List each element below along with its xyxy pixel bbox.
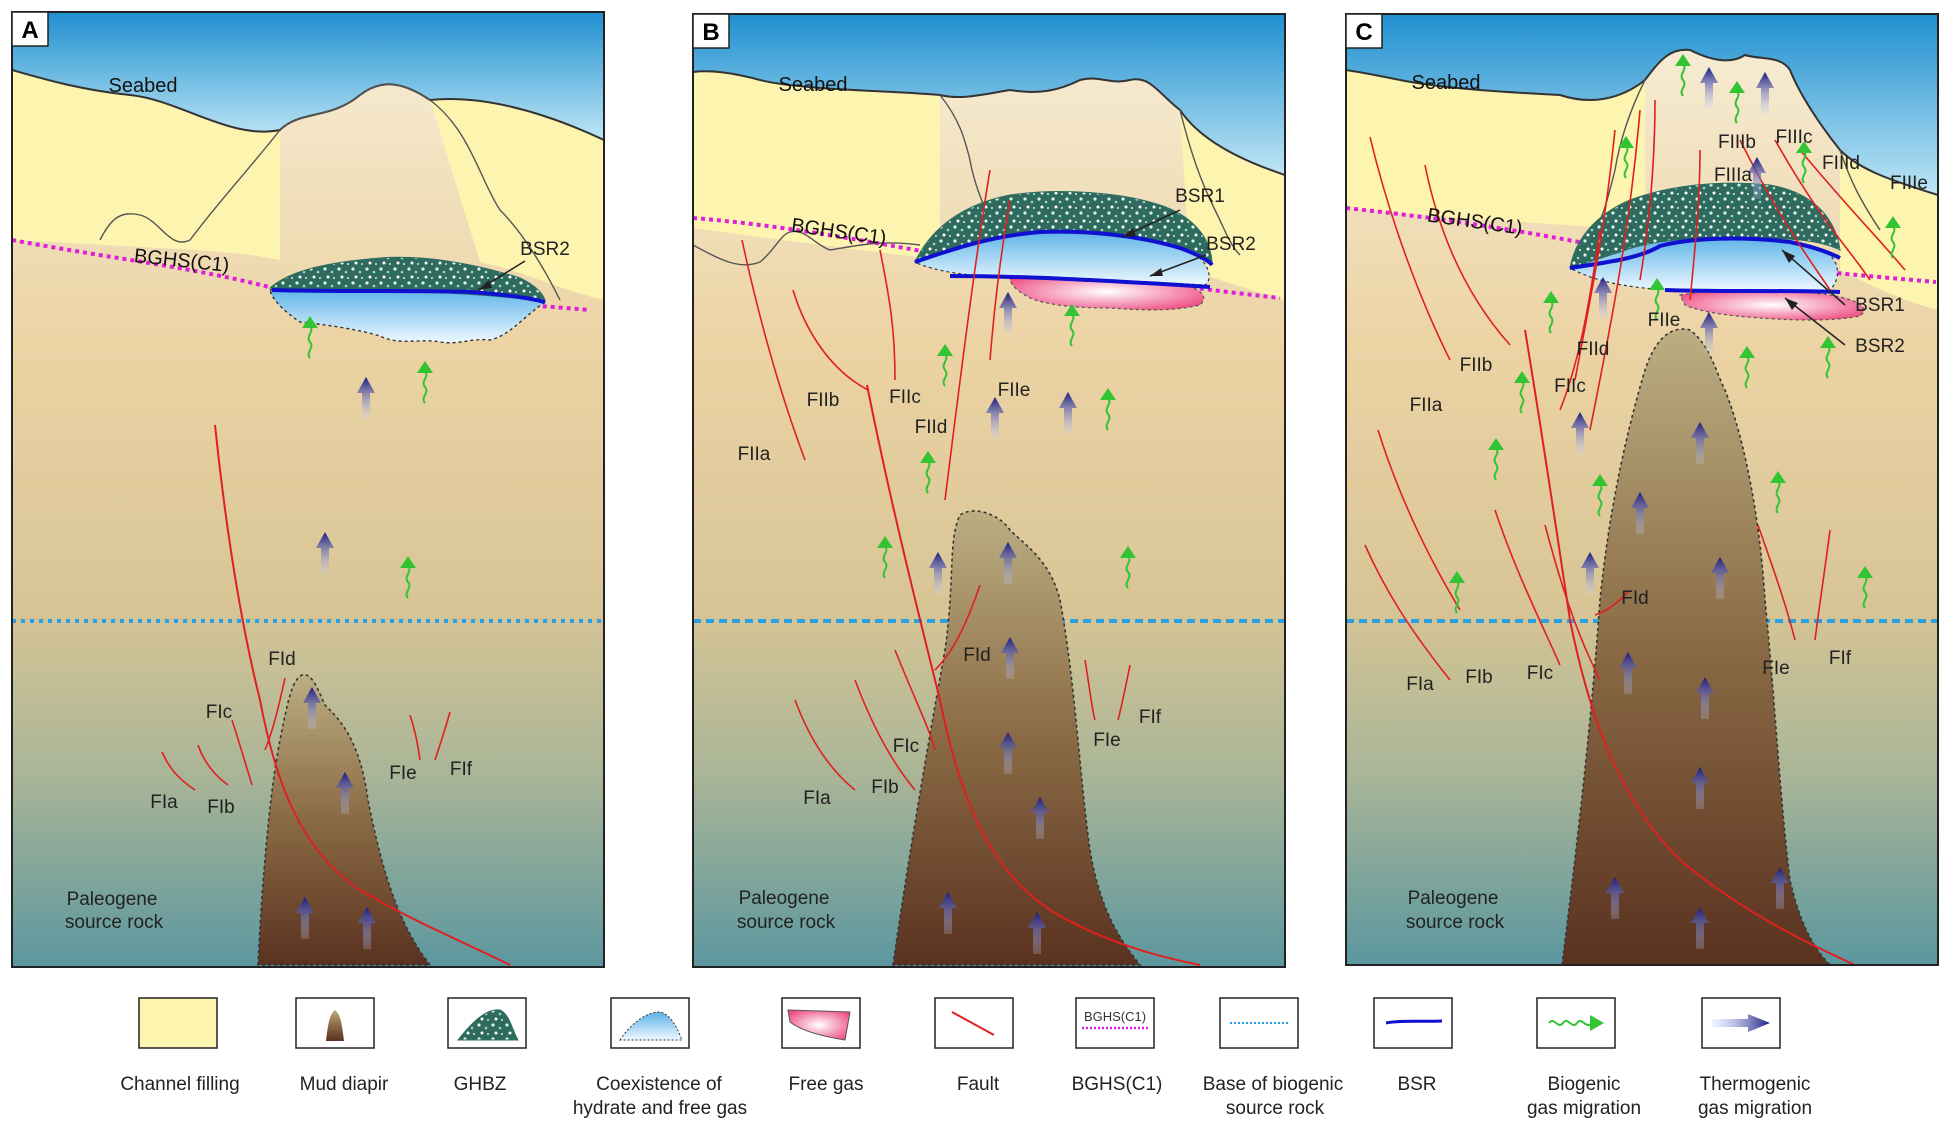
panel-b-letter: B	[702, 19, 719, 46]
legend-biogenic-line1: Biogenic	[1548, 1074, 1621, 1095]
panel-c-fault-fiie: FIIe	[1648, 310, 1681, 331]
panel-c-fault-fiib: FIIb	[1460, 355, 1493, 376]
legend-biogenic-base-line2: source rock	[1226, 1098, 1325, 1119]
panel-c-fault-fic: FIc	[1527, 663, 1553, 684]
panel-b-fault-fiid: FIId	[915, 417, 948, 438]
panel-c-fault-fiiic: FIIIc	[1776, 127, 1813, 148]
coexistence-swatch	[619, 1011, 683, 1041]
panel-b-fault-fia: FIa	[803, 788, 831, 809]
panel-b-source-rock-line1: Paleogene	[739, 888, 830, 909]
ghbz-swatch	[456, 1009, 519, 1041]
panel-c	[1346, 14, 1938, 965]
panel-c-fault-fib: FIb	[1465, 667, 1492, 688]
free-gas-swatch	[787, 1009, 851, 1041]
legend-fault: Fault	[957, 1074, 1000, 1095]
panel-c-fault-fif: FIf	[1829, 648, 1852, 669]
panel-a-fault-fif: FIf	[450, 759, 473, 780]
panel-a-fault-fie: FIe	[389, 763, 416, 784]
bghs-swatch-text: BGHS(C1)	[1084, 1009, 1146, 1024]
panel-b-fault-fie: FIe	[1093, 730, 1120, 751]
panel-a-fault-fid: FId	[268, 649, 295, 670]
panel-c-fault-fiiia: FIIIa	[1714, 165, 1752, 186]
panel-a-fault-fib: FIb	[207, 797, 234, 818]
panel-b-fault-fiib: FIIb	[807, 390, 840, 411]
panel-a	[12, 12, 604, 967]
panel-a-source-rock-line1: Paleogene	[67, 889, 158, 910]
panel-b-frame	[692, 13, 1286, 968]
panel-c-fault-fiic: FIIc	[1554, 376, 1586, 397]
panel-a-seabed-label: Seabed	[109, 75, 178, 97]
panel-a-frame	[11, 11, 605, 968]
legend-thermogenic-line2: gas migration	[1698, 1098, 1812, 1119]
panel-c-letter: C	[1355, 19, 1372, 46]
panel-c-fault-fie: FIe	[1762, 658, 1789, 679]
panel-b-fault-fib: FIb	[871, 777, 898, 798]
legend-biogenic-base-line1: Base of biogenic	[1203, 1074, 1344, 1095]
panel-c-fault-fiiid: FIIId	[1822, 153, 1860, 174]
legend-coexistence-line1: Coexistence of	[596, 1074, 722, 1095]
panel-b-source-rock-line2: source rock	[737, 912, 836, 933]
biogenic-arrow-icon	[1548, 1015, 1604, 1031]
panel-c-fault-fiiie: FIIIe	[1890, 173, 1928, 194]
legend-free-gas: Free gas	[789, 1074, 864, 1095]
legend: Channel filling Mud diapir GHBZ Coexiste…	[120, 997, 1812, 1119]
panel-a-letter: A	[21, 17, 38, 44]
panel-a-source-rock-line2: source rock	[65, 912, 164, 933]
panel-c-source-rock-line1: Paleogene	[1408, 888, 1499, 909]
bsr-swatch	[1385, 1019, 1443, 1025]
panel-b-seabed-label: Seabed	[779, 74, 848, 96]
fault-swatch	[951, 1011, 995, 1036]
legend-channel-filling: Channel filling	[120, 1074, 239, 1095]
legend-biogenic-line2: gas migration	[1527, 1098, 1641, 1119]
panel-c-fault-fiid: FIId	[1577, 339, 1610, 360]
panel-c-seabed-label: Seabed	[1412, 72, 1481, 94]
panel-b-fault-fic: FIc	[893, 736, 919, 757]
legend-bsr: BSR	[1397, 1074, 1436, 1095]
panel-a-bsr2-label: BSR2	[520, 239, 570, 260]
panel-c-frame	[1345, 13, 1939, 966]
legend-bghs: BGHS(C1)	[1072, 1074, 1163, 1095]
panel-b-bsr2-label: BSR2	[1206, 234, 1256, 255]
panel-c-source-rock-line2: source rock	[1406, 912, 1505, 933]
panel-b	[693, 14, 1285, 967]
panel-b-fault-fif: FIf	[1139, 707, 1162, 728]
panel-a-fault-fic: FIc	[206, 702, 232, 723]
panel-b-bsr1-label: BSR1	[1175, 186, 1225, 207]
legend-mud-diapir: Mud diapir	[300, 1074, 389, 1095]
panel-c-fault-fiia: FIIa	[1410, 395, 1443, 416]
panel-c-fault-fia: FIa	[1406, 674, 1434, 695]
legend-thermogenic-line1: Thermogenic	[1700, 1074, 1811, 1095]
panel-b-fault-fiie: FIIe	[998, 380, 1031, 401]
channel-filling-swatch	[138, 997, 218, 1049]
panel-c-fault-fiiib: FIIIb	[1718, 132, 1756, 153]
panel-c-bsr2-label: BSR2	[1855, 336, 1905, 357]
panel-c-bsr1-label: BSR1	[1855, 295, 1905, 316]
panel-b-fault-fid: FId	[963, 645, 990, 666]
legend-coexistence-line2: hydrate and free gas	[573, 1098, 747, 1119]
panel-a-fault-fia: FIa	[150, 792, 178, 813]
thermogenic-arrow-icon	[1712, 1014, 1770, 1032]
panel-b-fault-fiic: FIIc	[889, 387, 921, 408]
legend-ghbz: GHBZ	[454, 1074, 507, 1095]
panel-c-fault-fid: FId	[1621, 588, 1648, 609]
panel-b-fault-fiia: FIIa	[738, 444, 771, 465]
mud-diapir-swatch	[326, 1010, 344, 1041]
